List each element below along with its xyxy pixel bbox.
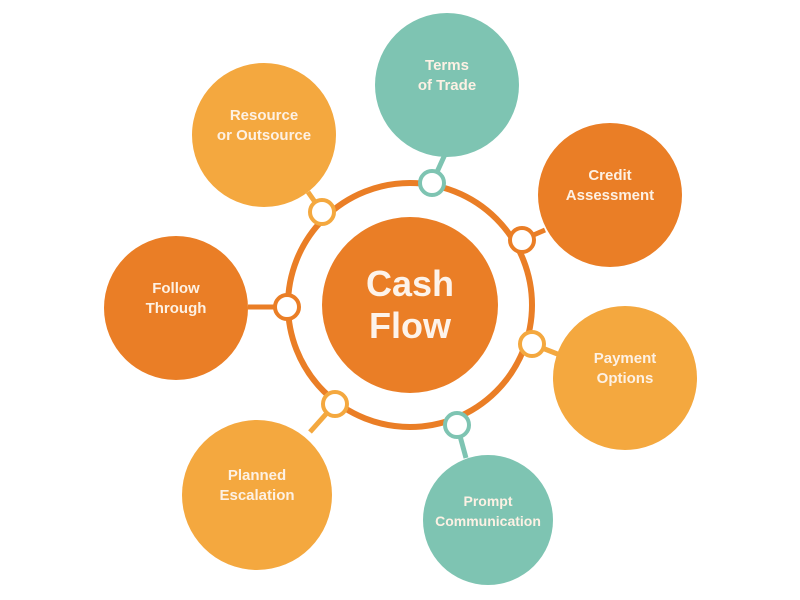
- node-label: Follow Through: [145, 280, 207, 317]
- node-label: Terms of Trade: [417, 57, 477, 94]
- node-label: Planned Escalation: [219, 467, 295, 504]
- node-label: Credit Assessment: [565, 167, 655, 204]
- node-label: Resource or Outsource: [216, 107, 312, 144]
- connector-knob-follow: [273, 293, 301, 321]
- node-label: Payment Options: [593, 350, 657, 387]
- node-prompt-communication: Prompt Communication: [423, 455, 553, 585]
- node-resource-or-outsource: Resource or Outsource: [192, 63, 336, 207]
- center-node-cash-flow: Cash Flow: [322, 217, 498, 393]
- node-payment-options: Payment Options: [553, 306, 697, 450]
- node-terms-of-trade: Terms of Trade: [375, 13, 519, 157]
- connector-knob-credit: [508, 226, 536, 254]
- node-credit-assessment: Credit Assessment: [538, 123, 682, 267]
- center-label: Cash Flow: [365, 263, 455, 346]
- connector-knob-terms: [418, 169, 446, 197]
- node-label: Prompt Communication: [435, 493, 541, 529]
- connector-knob-prompt: [443, 411, 471, 439]
- node-follow-through: Follow Through: [104, 236, 248, 380]
- connector-knob-payment: [518, 330, 546, 358]
- node-planned-escalation: Planned Escalation: [182, 420, 332, 570]
- connector-knob-planned: [321, 390, 349, 418]
- connector-knob-resource: [308, 198, 336, 226]
